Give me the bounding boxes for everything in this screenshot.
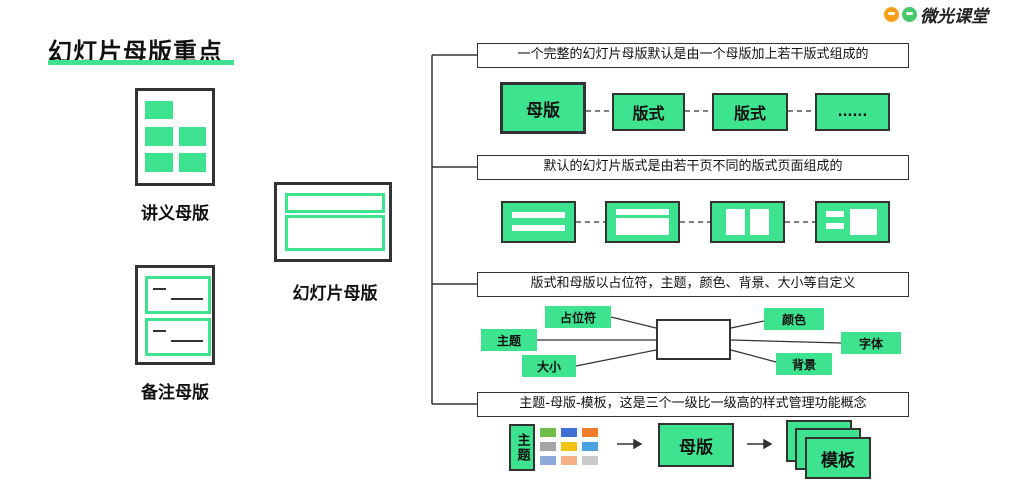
- handout-block: [179, 153, 206, 172]
- palette-swatch: [582, 428, 598, 437]
- theme-box: 主题: [509, 424, 535, 471]
- thumb-block: [850, 209, 877, 235]
- handout-block: [145, 127, 173, 146]
- palette-swatch: [561, 428, 577, 437]
- layout-thumb-3: [710, 201, 785, 243]
- palette-swatch: [540, 456, 556, 465]
- notes-panel: [145, 318, 211, 356]
- tag-size: 大小: [522, 355, 576, 377]
- title-underline: [48, 60, 234, 65]
- caption-2: 默认的幻灯片版式是由若干页不同的版式页面组成的: [477, 155, 909, 180]
- tag-placeholder: 占位符: [545, 306, 611, 328]
- tag-color: 颜色: [764, 308, 824, 330]
- tag-font: 字体: [841, 332, 901, 354]
- caption-3: 版式和母版以占位符，主题，颜色、背景、大小等自定义: [477, 272, 909, 297]
- more-layouts-box: ......: [815, 93, 890, 131]
- palette-swatch: [582, 456, 598, 465]
- layout-box-2: 版式: [712, 93, 788, 131]
- palette-swatch: [561, 442, 577, 451]
- layout-box-1: 版式: [612, 93, 685, 131]
- template-box: 模板: [805, 437, 871, 479]
- thumb-bar: [512, 212, 565, 218]
- handout-block: [145, 153, 173, 172]
- layout-thumb-4: [815, 201, 890, 243]
- master-box-4: 母版: [658, 423, 734, 467]
- slide-body-placeholder: [285, 215, 385, 251]
- handout-master-icon: [135, 88, 215, 186]
- thumb-bar: [826, 223, 844, 229]
- theme-box-label: 主题: [514, 432, 530, 463]
- tag-background: 背景: [776, 353, 832, 375]
- thumb-block: [750, 209, 769, 235]
- notes-panel: [145, 276, 211, 314]
- thumb-block: [616, 218, 669, 235]
- thumb-bar: [616, 209, 669, 215]
- slide-title-placeholder: [285, 193, 385, 213]
- handout-block: [145, 101, 173, 119]
- notes-line: [171, 298, 203, 300]
- logo-face-icon: [884, 7, 899, 22]
- layout-thumb-1: [501, 201, 576, 243]
- brand-logo: 微光课堂: [884, 2, 988, 27]
- notes-line: [153, 330, 166, 332]
- palette-swatch: [582, 442, 598, 451]
- caption-1: 一个完整的幻灯片母版默认是由一个母版加上若干版式组成的: [477, 43, 909, 68]
- palette-swatch: [540, 428, 556, 437]
- notes-line: [171, 340, 203, 342]
- notes-master-label: 备注母版: [141, 383, 209, 403]
- handout-master-label: 讲义母版: [141, 204, 209, 224]
- thumb-block: [726, 209, 745, 235]
- slide-master-icon: [274, 182, 392, 262]
- master-box: 母版: [500, 82, 586, 134]
- caption-4: 主题-母版-模板，这是三个一级比一级高的样式管理功能概念: [477, 392, 909, 417]
- logo-text: 微光课堂: [920, 7, 988, 27]
- layout-thumb-2: [605, 201, 680, 243]
- palette-swatch: [561, 456, 577, 465]
- master-center-box: [656, 319, 731, 360]
- tag-theme: 主题: [481, 329, 537, 351]
- slide-master-label: 幻灯片母版: [292, 284, 378, 304]
- notes-master-icon: [135, 265, 215, 365]
- thumb-bar: [512, 225, 565, 231]
- color-palette: [540, 428, 600, 466]
- notes-line: [153, 288, 166, 290]
- thumb-bar: [826, 211, 844, 217]
- logo-gear-icon: [902, 7, 917, 22]
- palette-swatch: [540, 442, 556, 451]
- handout-block: [179, 127, 206, 146]
